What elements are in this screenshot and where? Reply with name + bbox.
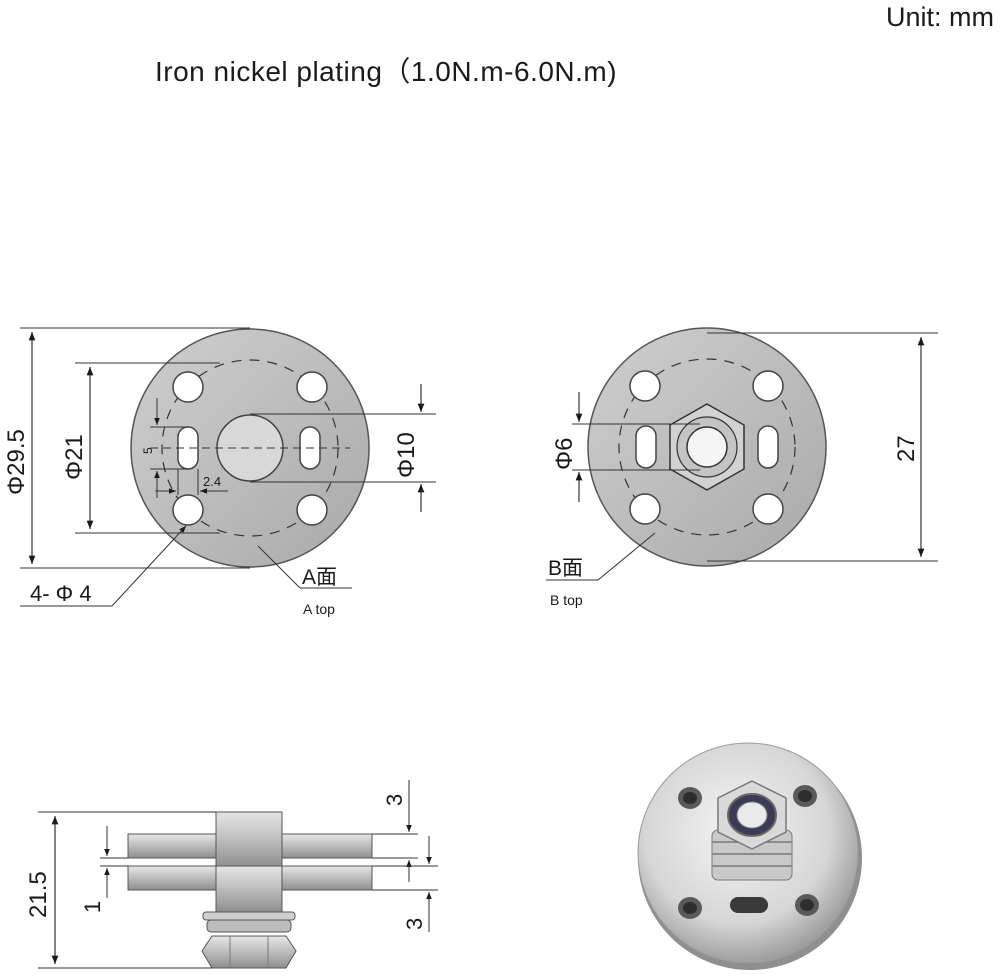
view-b-hole bbox=[629, 370, 661, 402]
view-b-slot bbox=[635, 425, 657, 469]
view-a-hole bbox=[296, 371, 328, 403]
side-top-boss bbox=[215, 811, 283, 869]
view-b-slot bbox=[757, 425, 779, 469]
view-a-hole bbox=[172, 371, 204, 403]
view-a-outer-diameter: Φ29.5 bbox=[3, 429, 30, 495]
view-a-hole bbox=[172, 494, 204, 526]
view-b-hole-diameter: Φ6 bbox=[551, 438, 578, 471]
side-top-thickness: 3 bbox=[382, 794, 407, 806]
photo-slot bbox=[730, 897, 768, 913]
unit-label: Unit: mm bbox=[886, 2, 994, 32]
view-b: Φ6 27 B面 B top bbox=[546, 327, 938, 608]
view-b-hole bbox=[629, 493, 661, 525]
side-total-height: 21.5 bbox=[25, 871, 52, 918]
view-b-hole bbox=[752, 493, 784, 525]
view-a-holes-note: 4- Φ 4 bbox=[30, 581, 92, 606]
side-view: 21.5 1 3 3 bbox=[25, 780, 438, 969]
side-bottom-thickness: 3 bbox=[402, 918, 427, 930]
product-photo bbox=[637, 742, 862, 970]
view-b-face-caption: B top bbox=[550, 592, 583, 608]
page-title: Iron nickel plating（1.0N.m-6.0N.m) bbox=[155, 56, 618, 87]
view-a: Φ29.5 Φ21 Φ10 5 2.4 4- Φ 4 A面 A top bbox=[3, 327, 436, 617]
view-b-center-hole bbox=[686, 426, 728, 468]
side-washer bbox=[202, 911, 296, 921]
view-a-slot-width: 2.4 bbox=[203, 474, 221, 489]
view-a-slot-length: 5 bbox=[141, 447, 155, 454]
view-a-bolt-circle: Φ21 bbox=[61, 434, 88, 480]
view-a-face-caption: A top bbox=[303, 601, 335, 617]
view-b-hole bbox=[752, 370, 784, 402]
view-b-height: 27 bbox=[893, 435, 920, 462]
view-a-center-diameter: Φ10 bbox=[393, 432, 420, 478]
view-a-face-label: A面 bbox=[302, 566, 337, 589]
side-gap: 1 bbox=[80, 901, 105, 913]
side-washer bbox=[206, 919, 292, 933]
view-a-hole bbox=[296, 494, 328, 526]
view-b-face-label: B面 bbox=[548, 557, 583, 580]
side-hex-nut bbox=[201, 935, 297, 969]
